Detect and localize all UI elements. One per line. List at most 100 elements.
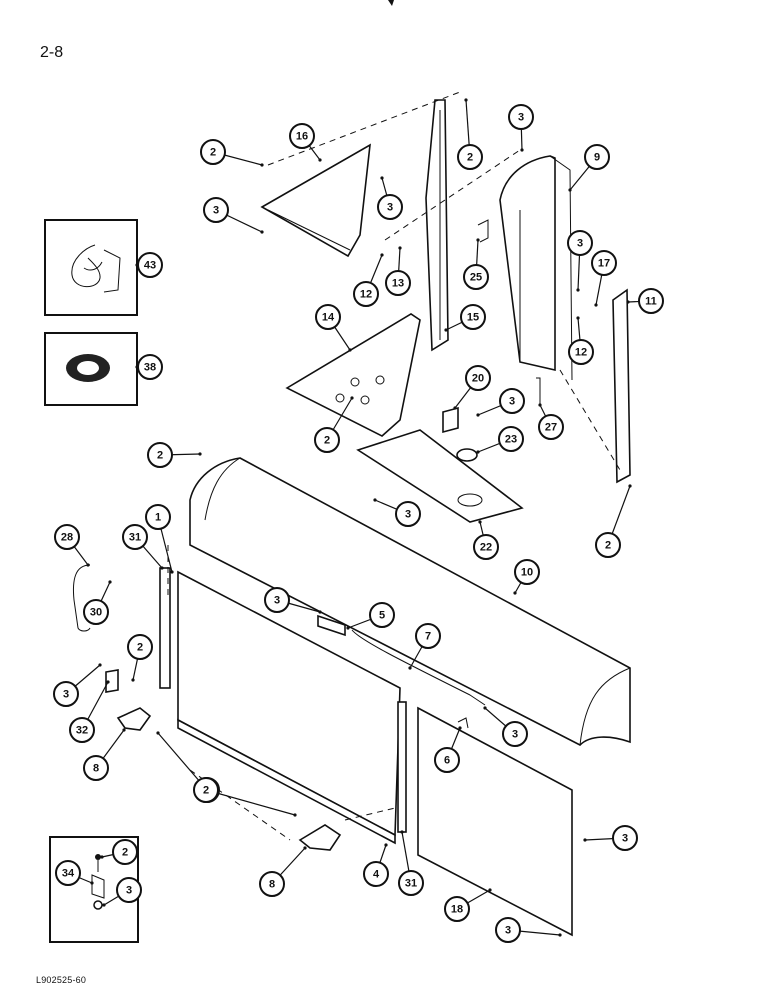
callout-22: 22 bbox=[473, 534, 499, 560]
leader-tip bbox=[476, 238, 480, 242]
callout-16: 16 bbox=[289, 123, 315, 149]
callout-circle bbox=[395, 501, 421, 527]
callout-circle bbox=[145, 504, 171, 530]
leader-tip bbox=[400, 830, 404, 834]
part-16-panel bbox=[260, 143, 371, 258]
callout-circle bbox=[495, 917, 521, 943]
leader-tip bbox=[628, 484, 632, 488]
callout-circle bbox=[465, 365, 491, 391]
leader-tip bbox=[346, 626, 350, 630]
callout-number: 2 bbox=[203, 785, 209, 797]
leader-tip bbox=[102, 903, 106, 907]
callout-2: 2 bbox=[147, 442, 173, 468]
callout-number: 3 bbox=[387, 202, 393, 214]
callout-circle bbox=[398, 870, 424, 896]
callout-8: 8 bbox=[259, 871, 285, 897]
leader-tip bbox=[576, 288, 580, 292]
callout-number: 5 bbox=[379, 610, 385, 622]
callout-2: 2 bbox=[457, 144, 483, 170]
leader-tip bbox=[453, 406, 457, 410]
callout-14: 14 bbox=[315, 304, 341, 330]
part-15-channel bbox=[425, 99, 449, 352]
leader-tip bbox=[90, 881, 94, 885]
callout-circle bbox=[595, 532, 621, 558]
callout-number: 12 bbox=[575, 347, 587, 359]
part-11-rail bbox=[612, 288, 631, 484]
leader-tip bbox=[373, 498, 377, 502]
leader-tip bbox=[170, 570, 174, 574]
callout-31: 31 bbox=[122, 524, 148, 550]
callout-leader-2 bbox=[205, 789, 296, 816]
callout-number: 9 bbox=[594, 152, 600, 164]
callout-circle bbox=[83, 599, 109, 625]
inset-43 bbox=[44, 219, 138, 316]
callout-circle bbox=[69, 717, 95, 743]
callout-2: 2 bbox=[193, 777, 219, 803]
callout-number: 3 bbox=[274, 595, 280, 607]
callout-number: 8 bbox=[269, 879, 275, 891]
callout-number: 31 bbox=[129, 532, 141, 544]
callout-number: 23 bbox=[505, 434, 517, 446]
callout-3: 3 bbox=[612, 825, 638, 851]
callout-3: 3 bbox=[53, 681, 79, 707]
callout-circle bbox=[259, 871, 285, 897]
callout-number: 27 bbox=[545, 422, 557, 434]
callout-number: 8 bbox=[93, 763, 99, 775]
leader-tip bbox=[98, 663, 102, 667]
callout-circle bbox=[498, 426, 524, 452]
part-31-seal-left bbox=[159, 567, 171, 689]
inset-38 bbox=[44, 332, 138, 406]
leader-tip bbox=[318, 610, 322, 614]
callout-circle bbox=[147, 442, 173, 468]
callout-circle bbox=[612, 825, 638, 851]
callout-circle bbox=[369, 602, 395, 628]
leader-tip bbox=[458, 726, 462, 730]
part-14-bracket bbox=[285, 313, 421, 437]
callout-circle bbox=[538, 414, 564, 440]
callout-number: 3 bbox=[518, 112, 524, 124]
callout-3: 3 bbox=[264, 587, 290, 613]
callout-12: 12 bbox=[568, 339, 594, 365]
leader-tip bbox=[380, 176, 384, 180]
callout-circle bbox=[377, 194, 403, 220]
callout-2: 2 bbox=[595, 532, 621, 558]
callout-number: 2 bbox=[137, 642, 143, 654]
callout-3: 3 bbox=[508, 104, 534, 130]
callout-circle bbox=[193, 777, 219, 803]
leader-tip bbox=[398, 246, 402, 250]
callout-3: 3 bbox=[203, 197, 229, 223]
part-28-handle bbox=[72, 564, 91, 632]
part-22-plate bbox=[356, 429, 524, 523]
callout-number: 32 bbox=[76, 725, 88, 737]
part-10-hood bbox=[189, 457, 631, 746]
leader-tip bbox=[131, 678, 135, 682]
callout-circle bbox=[137, 252, 163, 278]
callout-circle bbox=[54, 524, 80, 550]
callout-circle bbox=[499, 388, 525, 414]
callout-circle bbox=[514, 559, 540, 585]
leader-tip bbox=[444, 328, 448, 332]
callout-number: 15 bbox=[467, 312, 479, 324]
leader-tip bbox=[380, 253, 384, 257]
callout-number: 3 bbox=[126, 885, 132, 897]
callout-number: 3 bbox=[505, 925, 511, 937]
callout-number: 20 bbox=[472, 373, 484, 385]
callout-circle bbox=[460, 304, 486, 330]
callout-circle bbox=[83, 755, 109, 781]
callout-number: 17 bbox=[598, 258, 610, 270]
callout-number: 1 bbox=[155, 512, 161, 524]
leader-tip bbox=[122, 728, 126, 732]
callout-34: 34 bbox=[55, 860, 81, 886]
title-fragment bbox=[388, 0, 394, 6]
callout-circle bbox=[363, 861, 389, 887]
part-27-pin bbox=[536, 377, 541, 405]
callout-12: 12 bbox=[353, 281, 379, 307]
callout-circle bbox=[314, 427, 340, 453]
callout-number: 2 bbox=[467, 152, 473, 164]
callout-3: 3 bbox=[377, 194, 403, 220]
callout-circle bbox=[638, 288, 664, 314]
callout-10: 10 bbox=[514, 559, 540, 585]
leader-tip bbox=[558, 933, 562, 937]
callout-number: 3 bbox=[63, 689, 69, 701]
callout-11: 11 bbox=[638, 288, 664, 314]
